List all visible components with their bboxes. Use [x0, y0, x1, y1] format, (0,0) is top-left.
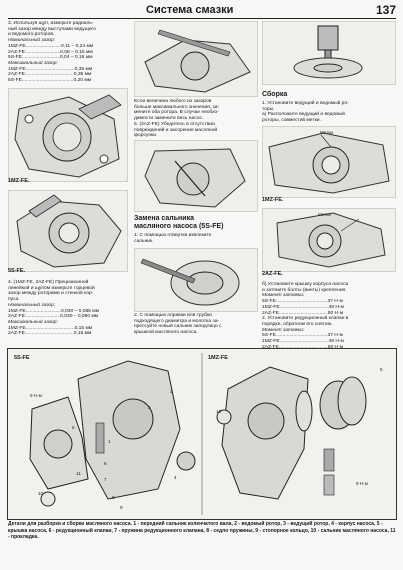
page-number: 137 [375, 3, 396, 17]
callout-1: 1 [108, 439, 111, 444]
mid-para-1: 1. С помощью отвертки извлеките сальник. [134, 233, 212, 244]
callout-10-left: 10 [38, 491, 44, 496]
figure-label-2az: 2AZ-FE. [262, 271, 283, 277]
figure-label-1mz-right: 1MZ-FE. [262, 197, 284, 203]
figure-5s-rotor-clearance [8, 190, 128, 272]
right-section-title: Сборка [262, 91, 288, 98]
diagram-label-1mz: 1MZ-FE [208, 355, 228, 361]
figure-label-5s: 5S-FE. [8, 268, 26, 274]
callout-10-right: 10 [216, 409, 222, 414]
right-para-b: б) Установите крышку корпуса насоса и за… [262, 282, 349, 350]
callout-6: 6 [104, 461, 107, 466]
figure-seal-install [262, 21, 396, 85]
label-marks-1: Метки [320, 130, 333, 135]
left-para-1: 3. Используя щуп, измерьте радиаль- ный … [8, 21, 96, 84]
figure-label-1mz: 1MZ-FE. [8, 178, 30, 184]
section-title: Система смазки [146, 4, 234, 16]
diagram-caption: Детали для разборки и сборки масляного н… [8, 521, 396, 541]
right-para-1: 1. Установите ведущий и ведомый ро- торы… [262, 101, 349, 124]
callout-11: 11 [76, 471, 81, 476]
callout-2: 2 [148, 405, 151, 410]
callout-7: 7 [104, 477, 107, 482]
callout-5-right: 5 [380, 367, 383, 372]
mid-section-title: Замена сальника масляного насоса (5S-FE) [134, 215, 224, 230]
mid-para-2: 2. С помощью оправки или трубки подходящ… [134, 313, 222, 336]
diagram-label-5s: 5S-FE [14, 355, 30, 361]
figure-1mz-rotor-clearance [8, 88, 128, 182]
callout-5: 5 [72, 425, 75, 430]
callout-8: 8 [112, 495, 115, 500]
callout-3: 3 [170, 389, 173, 394]
mid-para-top: Если величина любого из зазоров больше м… [134, 99, 220, 139]
page-header: Система смазки 137 [8, 3, 396, 19]
label-marks-2: Метки [318, 212, 331, 217]
figure-rotor-marks-2az [262, 208, 396, 272]
figure-seal-removal [134, 248, 258, 312]
figure-pump-caliper [134, 21, 258, 97]
torque-label-right: 9 Н·м [356, 481, 368, 486]
exploded-view-diagram: 5S-FE 1MZ-FE 9 Н·м 10 5 9 Н·м 1 2 3 4 5 … [7, 348, 397, 520]
torque-label-left: 9 Н·м [30, 393, 42, 398]
figure-oil-nozzle [134, 140, 258, 212]
figure-rotor-marks-1mz [262, 126, 396, 198]
left-para-4: 4. (1MZ-FE, 2AZ-FE) Прецизионной линейко… [8, 280, 99, 337]
callout-4: 4 [174, 475, 177, 480]
callout-9: 9 [120, 505, 123, 510]
